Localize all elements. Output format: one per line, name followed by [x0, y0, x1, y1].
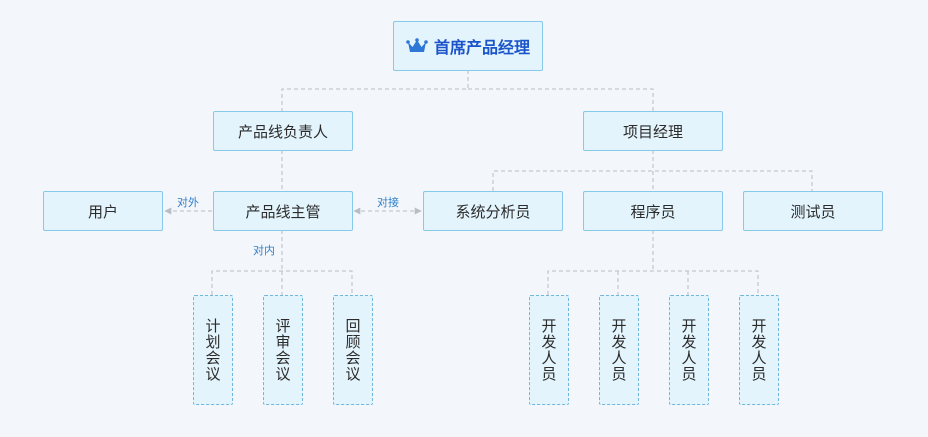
node-meeting-retro[interactable]: 回顾会议: [333, 295, 373, 405]
node-developer-2[interactable]: 开发人员: [599, 295, 639, 405]
developer-label: 开发人员: [539, 318, 558, 382]
developer-label: 开发人员: [679, 318, 698, 382]
edge-label-external: 对外: [177, 196, 199, 209]
crown-icon: [406, 37, 428, 55]
node-programmer-label: 程序员: [630, 202, 676, 221]
node-developer-4[interactable]: 开发人员: [739, 295, 779, 405]
node-meeting-plan[interactable]: 计划会议: [193, 295, 233, 405]
node-line-lead[interactable]: 产品线负责人: [213, 111, 353, 151]
node-developer-1[interactable]: 开发人员: [529, 295, 569, 405]
edge-label-interface: 对接: [377, 196, 399, 209]
node-analyst[interactable]: 系统分析员: [423, 191, 563, 231]
connector-root-project-manager: [468, 88, 654, 111]
node-user-label: 用户: [87, 202, 118, 221]
meeting-label: 评审会议: [273, 318, 292, 382]
connector-root-line-lead: [281, 70, 469, 111]
node-line-manager[interactable]: 产品线主管: [213, 191, 353, 231]
node-analyst-label: 系统分析员: [455, 202, 531, 221]
developer-label: 开发人员: [609, 318, 628, 382]
node-user[interactable]: 用户: [43, 191, 163, 231]
node-project-manager-label: 项目经理: [622, 122, 683, 141]
connector-pm-children: [492, 170, 813, 191]
connector-developers: [547, 270, 759, 295]
meeting-label: 回顾会议: [343, 318, 362, 382]
node-tester-label: 测试员: [790, 202, 836, 221]
node-line-manager-label: 产品线主管: [245, 202, 321, 221]
node-tester[interactable]: 测试员: [743, 191, 883, 231]
node-root[interactable]: 首席产品经理: [393, 21, 543, 71]
node-root-label: 首席产品经理: [433, 38, 530, 57]
node-programmer[interactable]: 程序员: [583, 191, 723, 231]
edge-label-internal: 对内: [253, 244, 275, 257]
node-project-manager[interactable]: 项目经理: [583, 111, 723, 151]
node-meeting-review[interactable]: 评审会议: [263, 295, 303, 405]
node-developer-3[interactable]: 开发人员: [669, 295, 709, 405]
meeting-label: 计划会议: [203, 318, 222, 382]
node-line-lead-label: 产品线负责人: [237, 122, 328, 141]
developer-label: 开发人员: [749, 318, 768, 382]
